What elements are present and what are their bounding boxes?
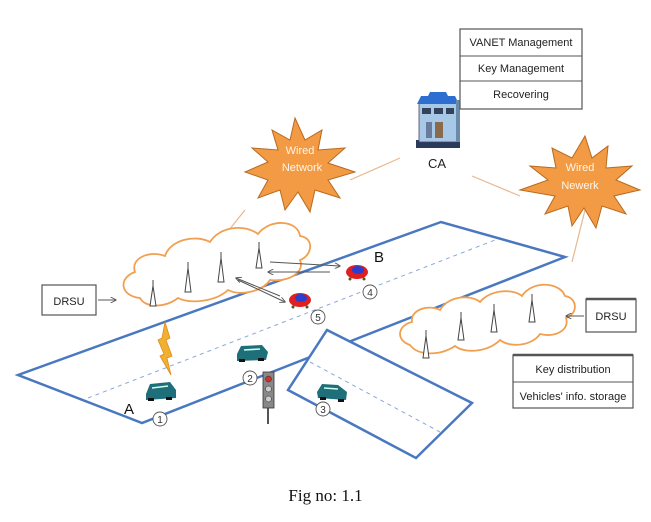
svg-text:4: 4 xyxy=(367,288,373,299)
drsu-label: DRSU xyxy=(53,296,84,308)
link-ca-wired-left xyxy=(349,157,401,181)
lightning-bolt-icon xyxy=(157,321,173,376)
svg-text:3: 3 xyxy=(320,405,326,416)
starburst-icon xyxy=(518,134,642,230)
ca-function-key-management: Key Management xyxy=(478,63,564,75)
teal-car-icon xyxy=(237,345,268,362)
wired-network-label-line1: Wired xyxy=(566,162,595,174)
v2i-communication-arrows xyxy=(236,261,340,302)
svg-text:1: 1 xyxy=(157,415,163,426)
figure-caption: Fig no: 1.1 xyxy=(288,486,363,505)
antenna-tower-icon xyxy=(149,242,263,307)
vehicle-label-b: B xyxy=(374,249,384,266)
drsu-function-key-distribution: Key distribution xyxy=(535,364,610,376)
svg-text:5: 5 xyxy=(315,313,321,324)
wired-network-left: Wired Network xyxy=(243,116,357,214)
traffic-light-icon xyxy=(262,371,275,424)
link-wired-right-cloud xyxy=(571,209,586,263)
drsu-cloud-left xyxy=(122,222,312,307)
drsu-left: DRSU xyxy=(41,284,116,316)
ca-function-vanet-management: VANET Management xyxy=(470,37,573,49)
drsu-cloud-right xyxy=(399,283,576,359)
teal-car-icon xyxy=(317,384,347,402)
side-road-cover xyxy=(299,375,323,388)
wired-network-label-line1: Wired xyxy=(286,145,315,157)
vehicle-number-2: 2 xyxy=(242,370,258,386)
wired-network-label-line2: Newerk xyxy=(561,180,599,192)
ca-server-building-icon: CA xyxy=(416,92,460,171)
main-road-center-line xyxy=(87,239,496,399)
drsu-right: DRSU xyxy=(566,297,637,333)
red-car-icon xyxy=(346,265,368,281)
svg-text:2: 2 xyxy=(247,374,253,385)
wired-network-label-line2: Network xyxy=(282,162,323,174)
side-road-center-line xyxy=(309,361,441,433)
antenna-tower-icon xyxy=(422,294,536,359)
link-ca-wired-right xyxy=(471,175,521,197)
ca-function-recovering: Recovering xyxy=(493,89,549,101)
ca-functions-table: VANET Management Key Management Recoveri… xyxy=(459,28,583,110)
drsu-functions-table: Key distribution Vehicles' info. storage xyxy=(512,353,634,409)
drsu-function-vehicles-info-storage: Vehicles' info. storage xyxy=(520,391,627,403)
vehicle-label-a: A xyxy=(124,401,134,418)
vehicle-number-3: 3 xyxy=(315,401,331,417)
road xyxy=(14,220,569,460)
vehicle-number-4: 4 xyxy=(362,284,378,300)
vehicle-number-1: 1 xyxy=(152,411,168,427)
teal-car-icon xyxy=(146,382,176,401)
wired-network-right: Wired Newerk xyxy=(518,134,642,230)
side-road xyxy=(286,328,475,460)
vehicle-number-5: 5 xyxy=(310,309,326,325)
ca-label: CA xyxy=(428,156,446,171)
starburst-icon xyxy=(243,116,357,214)
red-car-icon xyxy=(289,293,311,309)
main-road xyxy=(14,220,569,425)
drsu-label: DRSU xyxy=(595,311,626,323)
